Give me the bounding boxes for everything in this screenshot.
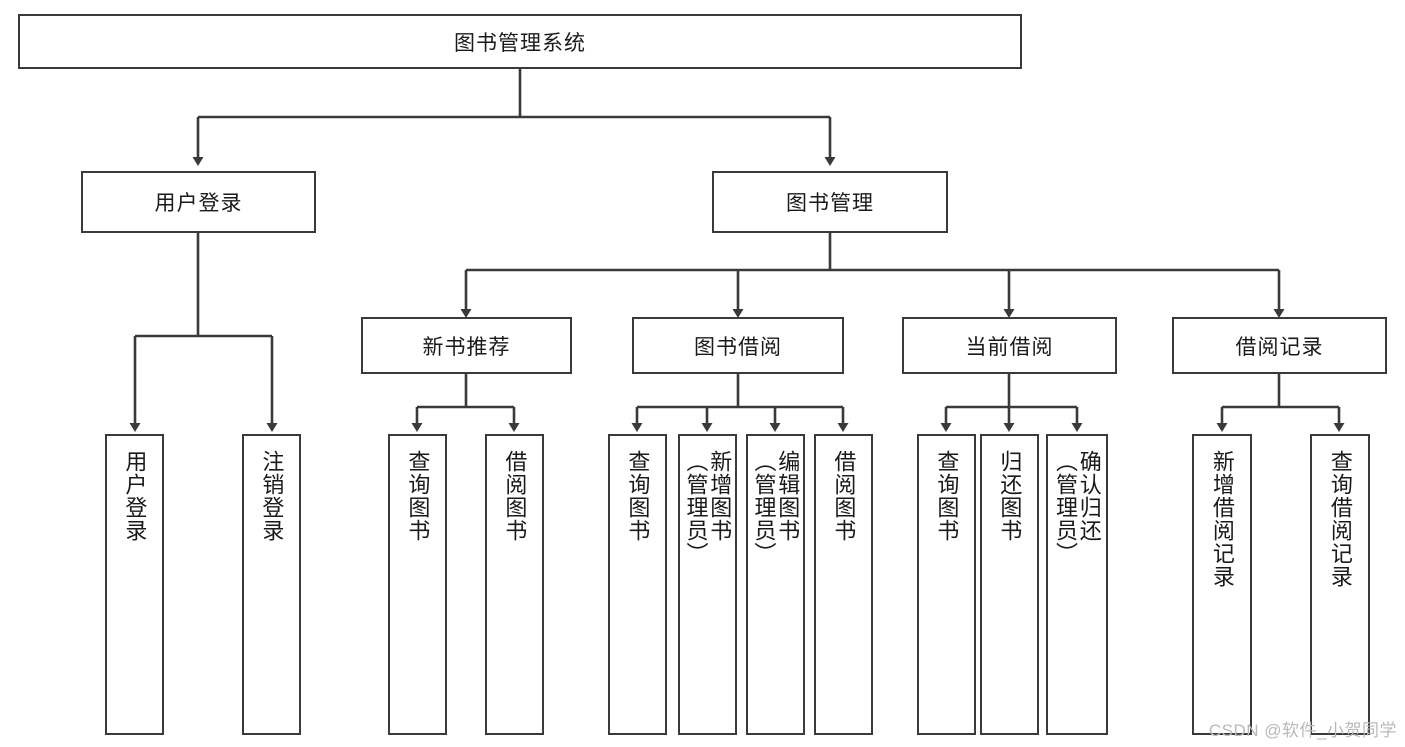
leaf-borrow-edit-book-admin[interactable]: 编辑图书 （管理员） [746, 434, 805, 735]
node-label: 图书管理系统 [454, 31, 586, 55]
leaf-user-logout[interactable]: 注销登录 [242, 434, 301, 735]
node-label: 用户登录 [154, 192, 243, 215]
node-label: 归还图书 [997, 450, 1023, 542]
node-label: 确认归还 （管理员） [1053, 450, 1102, 565]
node-book-management[interactable]: 图书管理 [712, 171, 948, 233]
leaf-current-return-book[interactable]: 归还图书 [980, 434, 1039, 735]
node-label: 查询图书 [625, 450, 651, 542]
node-label: 借阅记录 [1235, 335, 1324, 359]
node-borrow-record[interactable]: 借阅记录 [1172, 317, 1387, 374]
node-label: 图书管理 [786, 192, 874, 215]
node-root-system[interactable]: 图书管理系统 [18, 14, 1022, 69]
watermark-text: CSDN @软件_小贺同学 [1208, 721, 1397, 740]
leaf-user-login[interactable]: 用户登录 [105, 434, 164, 735]
leaf-recommend-borrow-book[interactable]: 借阅图书 [485, 434, 544, 735]
node-user-login[interactable]: 用户登录 [81, 171, 316, 233]
node-label: 新书推荐 [422, 335, 511, 359]
node-label: 查询借阅记录 [1327, 450, 1353, 588]
leaf-record-add-record[interactable]: 新增借阅记录 [1192, 434, 1252, 735]
node-label: 编辑图书 （管理员） [751, 450, 801, 565]
leaf-borrow-add-book-admin[interactable]: 新增图书 （管理员） [678, 434, 737, 735]
leaf-borrow-borrow-book[interactable]: 借阅图书 [814, 434, 873, 735]
node-label: 当前借阅 [965, 335, 1054, 359]
leaf-current-confirm-return-admin[interactable]: 确认归还 （管理员） [1046, 434, 1108, 735]
leaf-current-query-book[interactable]: 查询图书 [917, 434, 976, 735]
node-label: 借阅图书 [502, 450, 528, 542]
node-label: 图书借阅 [694, 335, 782, 359]
node-new-book-recommend[interactable]: 新书推荐 [361, 317, 572, 374]
node-book-borrow[interactable]: 图书借阅 [632, 317, 844, 374]
leaf-record-query-record[interactable]: 查询借阅记录 [1310, 434, 1370, 735]
node-label: 用户登录 [122, 450, 148, 542]
node-label: 借阅图书 [831, 450, 857, 542]
node-label: 新增借阅记录 [1209, 450, 1235, 588]
node-label: 新增图书 （管理员） [683, 450, 733, 565]
node-label: 查询图书 [405, 450, 431, 542]
node-label: 查询图书 [934, 450, 960, 542]
leaf-recommend-query-book[interactable]: 查询图书 [388, 434, 447, 735]
node-label: 注销登录 [259, 450, 285, 542]
leaf-borrow-query-book[interactable]: 查询图书 [608, 434, 667, 735]
node-current-borrow[interactable]: 当前借阅 [902, 317, 1117, 374]
